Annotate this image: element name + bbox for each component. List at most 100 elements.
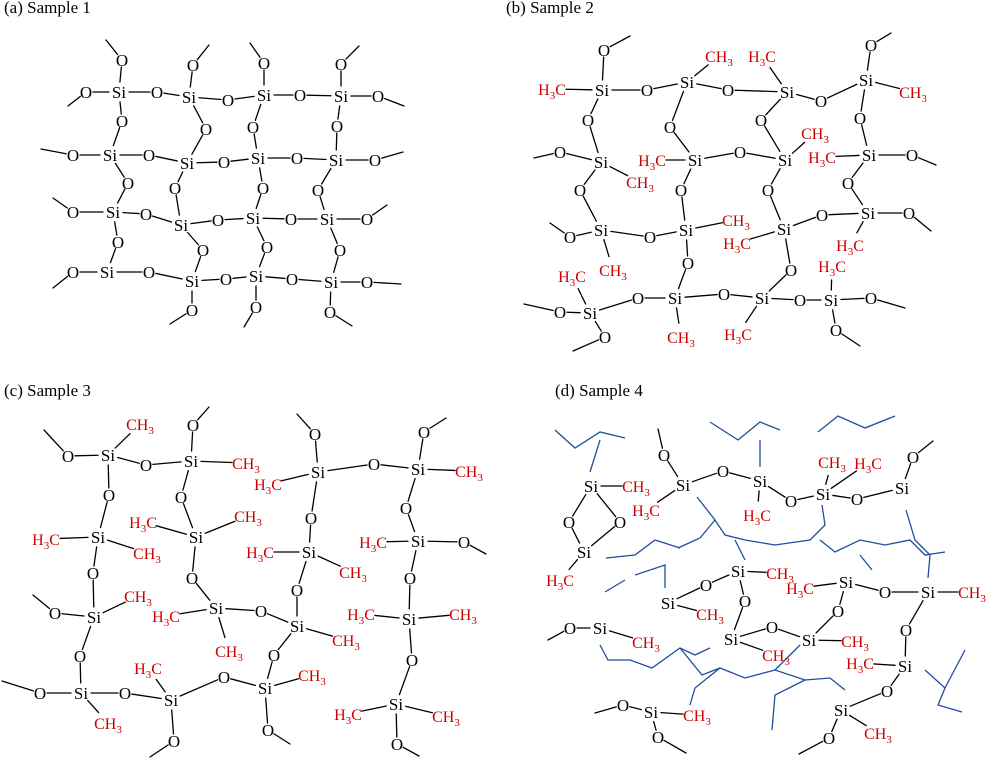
bond-line [109, 247, 117, 264]
oxygen-atom: O [400, 499, 412, 518]
oxygen-atom: O [103, 486, 115, 505]
silicon-atom: Si [182, 88, 196, 107]
bond-line [609, 165, 629, 177]
terminal-bond [469, 544, 487, 555]
bond-line [769, 66, 782, 85]
oxygen-atom: O [222, 91, 234, 110]
oxygen-atom: O [823, 729, 835, 748]
silicon-atom: Si [87, 608, 101, 627]
methyl-group: CH3 [722, 213, 750, 233]
panel-d-caption: (d) Sample 4 [555, 381, 643, 400]
bond-line [189, 71, 193, 88]
terminal-bond [523, 303, 554, 312]
oxygen-atom: O [218, 153, 230, 172]
oxygen-atom: O [842, 174, 854, 193]
methyl-group: H3C [748, 49, 776, 69]
terminal-bond [249, 42, 261, 58]
bond-line [374, 614, 400, 619]
methyl-group: H3C [347, 607, 375, 627]
terminal-bond [373, 281, 402, 285]
bond-line [298, 278, 322, 282]
methyl-group: H3C [786, 581, 814, 601]
bond-line [192, 546, 196, 572]
oxygen-atom: O [739, 592, 751, 611]
silicon-atom: Si [100, 263, 114, 282]
silicon-atom: Si [680, 73, 694, 92]
methyl-group: H3C [334, 707, 362, 727]
silicon-atom: Si [584, 477, 598, 496]
methyl-group: CH3 [455, 464, 483, 484]
silicon-atom: Si [164, 691, 178, 710]
oxygen-atom: O [554, 303, 566, 322]
terminal-bond [169, 313, 187, 325]
terminal-bond [609, 35, 631, 48]
bond-line [904, 462, 912, 480]
bond-line [198, 97, 222, 101]
silicon-atom: Si [246, 209, 260, 228]
bond-line [863, 489, 893, 498]
bond-line [113, 221, 118, 236]
bond-line [186, 231, 200, 246]
silicon-atom: Si [411, 532, 425, 551]
bond-line [681, 196, 686, 221]
bond-line [677, 604, 698, 612]
methyl-group: CH3 [622, 479, 650, 499]
terminal-bond [876, 32, 892, 43]
silicon-atom: Si [644, 703, 658, 722]
oxygen-atom: O [717, 462, 729, 481]
bond-line [849, 693, 882, 707]
alkyl-chain [599, 644, 711, 669]
bond-line [190, 220, 212, 225]
bond-line [380, 464, 409, 469]
panel-b-caption: (b) Sample 2 [506, 0, 594, 17]
oxygen-atom: O [67, 203, 79, 222]
bond-line [828, 212, 859, 216]
methyl-group: H3C [558, 269, 586, 289]
methyl-group: CH3 [215, 644, 243, 664]
methyl-group: H3C [152, 609, 180, 629]
terminal-bond [52, 275, 69, 289]
bond-line [79, 662, 82, 684]
oxygen-atom: O [406, 651, 418, 670]
methyl-group: CH3 [696, 607, 724, 627]
alkyl-chain [774, 644, 801, 671]
silicon-atom: Si [839, 573, 853, 592]
oxygen-atom: O [261, 238, 273, 257]
bond-line [830, 470, 858, 489]
silicon-atom: Si [249, 267, 263, 286]
bond-line [319, 196, 325, 211]
bond-line [608, 630, 634, 639]
oxygen-atom: O [907, 448, 919, 467]
bond-line [770, 195, 781, 221]
oxygen-atom: O [112, 233, 124, 252]
bond-line [832, 494, 851, 499]
oxygen-atom: O [700, 576, 712, 595]
bond-line [102, 601, 127, 614]
silicon-atom: Si [816, 485, 830, 504]
oxygen-atom: O [785, 492, 797, 511]
bond-line [152, 215, 173, 223]
bond-line [122, 211, 140, 215]
oxygen-atom: O [598, 41, 610, 60]
methyl-group: H3C [32, 532, 60, 552]
bond-line [746, 152, 776, 159]
bond-line [311, 481, 318, 512]
bond-line [179, 679, 219, 697]
oxygen-atom: O [599, 328, 611, 347]
bond-line [603, 238, 610, 258]
bond-line [873, 663, 896, 666]
terminal-bond [372, 204, 388, 216]
alkyl-chain [589, 439, 601, 473]
terminal-bond [917, 157, 937, 166]
bond-line [745, 305, 758, 324]
silicon-atom: Si [688, 151, 702, 170]
bond-line [691, 472, 718, 483]
bond-line [405, 705, 434, 714]
oxygen-atom: O [644, 228, 656, 247]
terminal-bond [877, 299, 906, 309]
terminal-bond [594, 706, 617, 714]
oxygen-atom: O [851, 490, 863, 509]
oxygen-atom: O [830, 321, 842, 340]
alkyl-chain [696, 496, 826, 546]
bond-line [673, 131, 690, 153]
